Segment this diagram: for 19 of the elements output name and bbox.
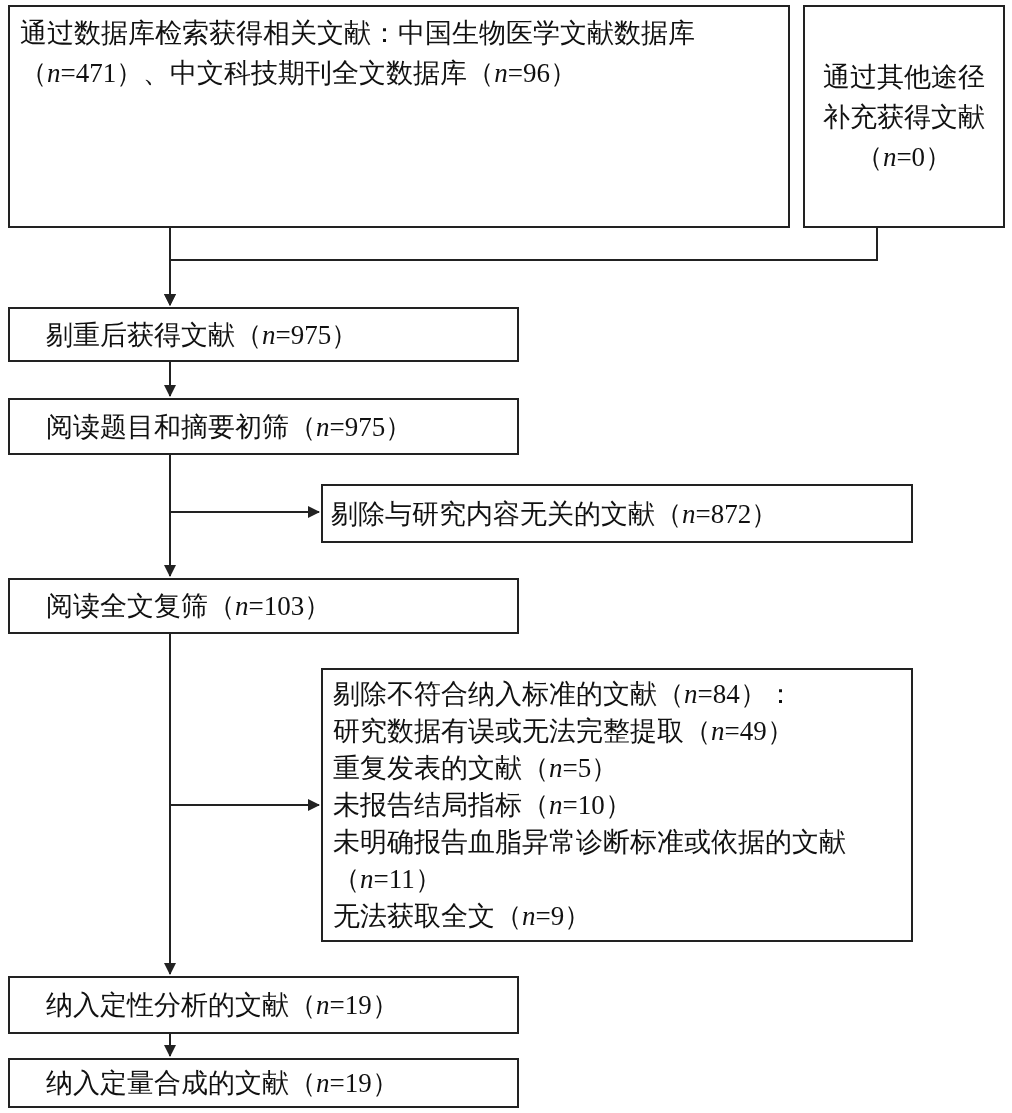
- arrow: [164, 1033, 176, 1057]
- source-box: 通过数据库检索获得相关文献：中国生物医学文献数据库（n=471）、中文科技期刊全文数据库（n=96）: [8, 5, 790, 228]
- process-box: 纳入定量合成的文献（n=19）: [8, 1058, 519, 1108]
- process-box: 剔重后获得文献（n=975）: [8, 307, 519, 362]
- source-box: 通过其他途径补充获得文献（n=0）: [803, 5, 1005, 228]
- list-item: 未报告结局指标（n=10）: [333, 789, 633, 822]
- exclusion-box: [321, 668, 913, 942]
- arrow: [164, 633, 176, 975]
- arrow: [164, 361, 176, 397]
- process-box: 纳入定性分析的文献（n=19）: [8, 976, 519, 1034]
- list-item: 重复发表的文献（n=5）: [333, 752, 620, 785]
- exclusion-box: 剔除与研究内容无关的文献（n=872）: [321, 484, 913, 543]
- process-box: 阅读题目和摘要初筛（n=975）: [8, 398, 519, 455]
- list-item: 剔除不符合纳入标准的文献（n=84）：: [333, 678, 795, 711]
- arrow: [164, 454, 176, 577]
- list-item: 无法获取全文（n=9）: [333, 900, 593, 933]
- list-item: 研究数据有误或无法完整提取（n=49）: [333, 715, 795, 748]
- arrow: [164, 227, 878, 306]
- process-box: 阅读全文复筛（n=103）: [8, 578, 519, 634]
